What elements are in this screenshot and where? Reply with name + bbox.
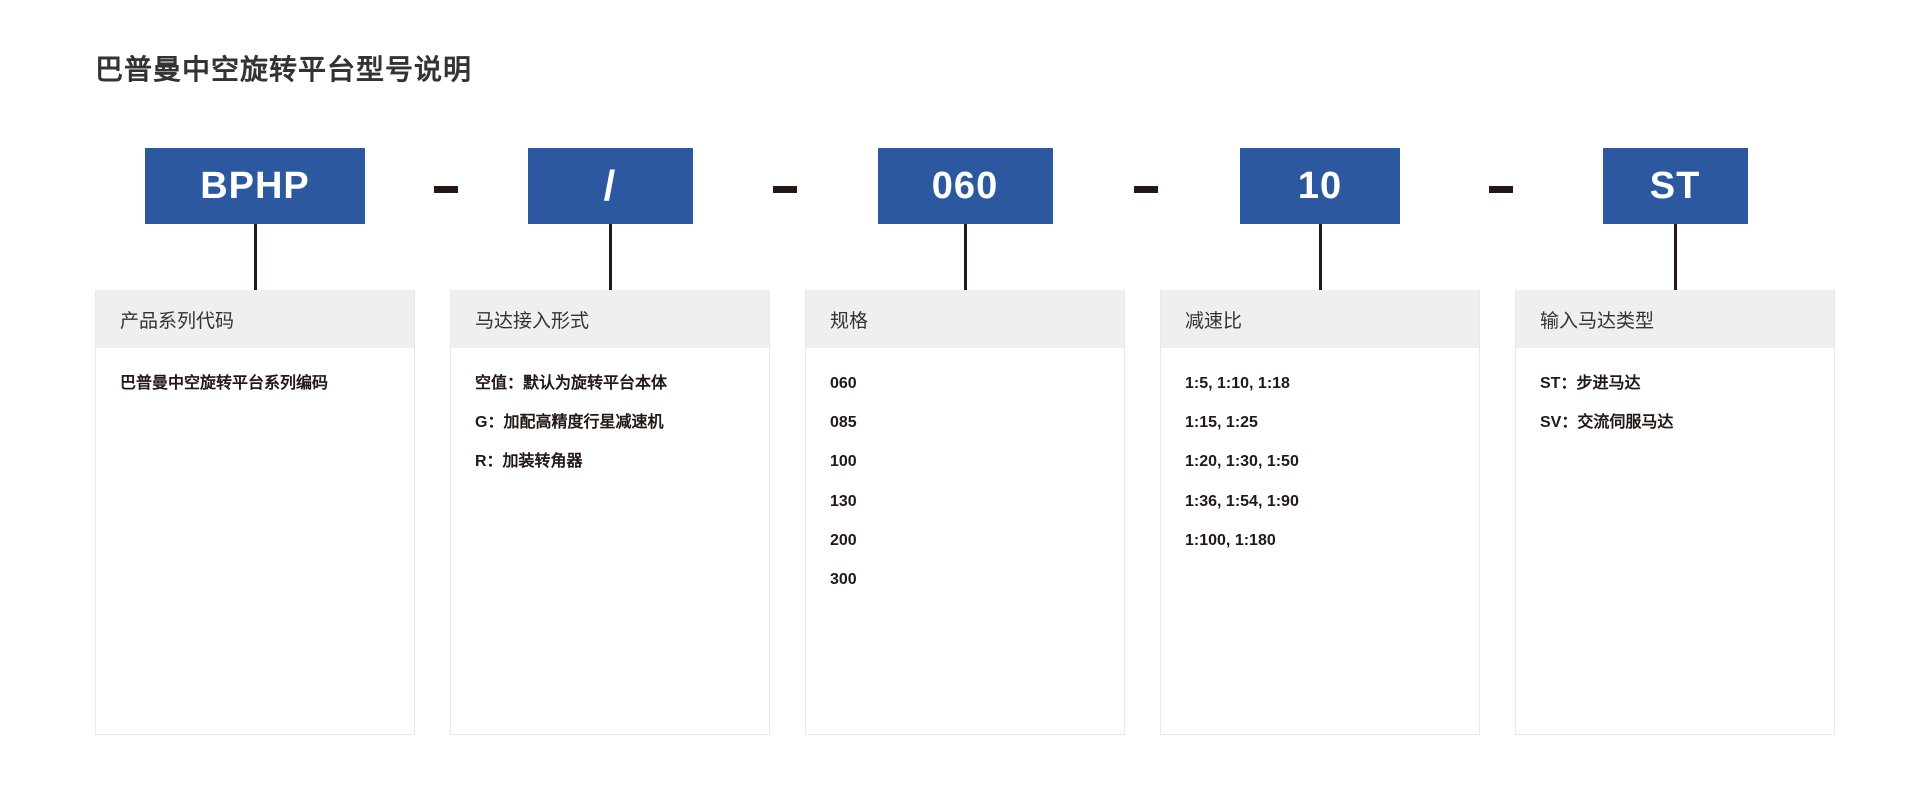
panel-option-item: 200 — [830, 531, 857, 549]
panel-body-3: 060 085 100 130 200 300 — [806, 348, 1124, 734]
panel-option-item: 060 — [830, 375, 857, 392]
code-separator-3 — [1134, 186, 1159, 193]
info-panel-4: 减速比 1:5, 1:10, 1:18 1:15, 1:25 1:20, 1:30, … — [1160, 290, 1480, 735]
model-code-row: BPHP / 060 10 ST — [95, 148, 1835, 224]
connector-line-4 — [1319, 224, 1322, 292]
panel-option-item: 300 — [830, 570, 857, 588]
panel-option-item: 1:5, 1:10, 1:18 — [1185, 375, 1290, 392]
info-panel-3: 规格 060 085 100 130 200 300 — [805, 290, 1125, 735]
info-panel-2: 马达接入形式空值：默认为旋转平台本体 G：加配高精度行星减速机 R：加装转角器 — [450, 290, 770, 735]
code-chip-4[interactable]: 10 — [1240, 148, 1400, 224]
connector-line-5 — [1674, 224, 1677, 292]
panel-option-item: 1:15, 1:25 — [1185, 414, 1258, 432]
panel-body-1: 巴普曼中空旋转平台系列编码 — [96, 348, 414, 734]
panel-option-item: 085 — [830, 414, 857, 432]
panel-header-5: 输入马达类型 — [1516, 290, 1834, 348]
connector-line-2 — [609, 224, 612, 292]
panel-option-item: 130 — [830, 492, 857, 510]
code-chip-3[interactable]: 060 — [877, 148, 1053, 224]
connector-line-1 — [254, 224, 257, 292]
code-separator-4 — [1489, 186, 1514, 193]
panel-header-1: 产品系列代码 — [96, 290, 414, 348]
code-separator-1 — [434, 186, 459, 193]
panel-option-item: 1:100, 1:180 — [1185, 531, 1276, 549]
code-chip-2[interactable]: / — [527, 148, 693, 224]
panel-body-4: 1:5, 1:10, 1:18 1:15, 1:25 1:20, 1:30, 1:5… — [1161, 348, 1479, 734]
panel-body-2: 空值：默认为旋转平台本体 G：加配高精度行星减速机 R：加装转角器 — [451, 348, 769, 734]
panel-option-item: 100 — [830, 453, 857, 471]
panel-header-2: 马达接入形式 — [451, 290, 769, 348]
panel-option-item: ST：步进马达 — [1540, 375, 1641, 392]
panel-header-3: 规格 — [806, 290, 1124, 348]
code-separator-2 — [773, 186, 797, 193]
panel-option-item: 1:20, 1:30, 1:50 — [1185, 453, 1299, 471]
panel-header-4: 减速比 — [1161, 290, 1479, 348]
info-panel-5: 输入马达类型 ST：步进马达 SV：交流伺服马达 — [1515, 290, 1835, 735]
code-chip-5[interactable]: ST — [1602, 148, 1748, 224]
panel-option-item: SV：交流伺服马达 — [1540, 414, 1674, 432]
panel-option-item: 巴普曼中空旋转平台系列编码 — [120, 375, 329, 392]
code-chip-1[interactable]: BPHP — [145, 148, 365, 224]
panel-body-5: ST：步进马达 SV：交流伺服马达 — [1516, 348, 1834, 734]
panel-option-item: R：加装转角器 — [475, 453, 583, 471]
panel-option-item: G：加配高精度行星减速机 — [475, 414, 664, 432]
page-title: 巴普曼中空旋转平台型号说明 — [95, 54, 473, 85]
panel-option-item: 1:36, 1:54, 1:90 — [1185, 492, 1299, 510]
connector-line-3 — [964, 224, 967, 292]
panel-option-item: 空值：默认为旋转平台本体 — [475, 375, 668, 392]
info-panel-1: 产品系列代码巴普曼中空旋转平台系列编码 — [95, 290, 415, 735]
